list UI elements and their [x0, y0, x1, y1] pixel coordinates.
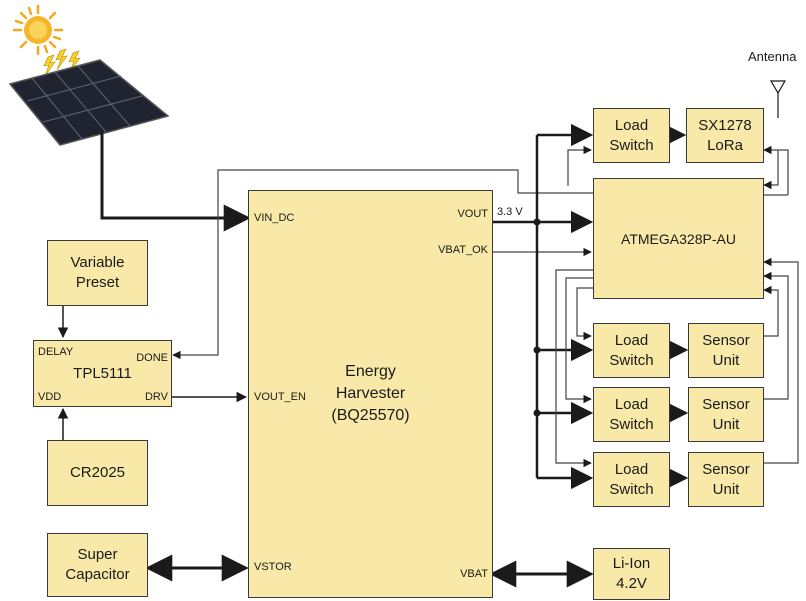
li-ion-line-1: Li-Ion: [613, 554, 651, 574]
load-switch-label-1: Load: [609, 116, 653, 136]
load-switch-label-1: Load: [609, 395, 653, 415]
antenna-icon: [771, 81, 785, 118]
solar-panel-icon: [10, 60, 168, 145]
pin-done: DONE: [128, 352, 168, 364]
pin-vdd: VDD: [38, 391, 61, 403]
sensor-unit-3-block: Sensor Unit: [688, 452, 764, 507]
sensor-unit-label-2: Unit: [702, 415, 750, 435]
load-switch-sensor-1-block: Load Switch: [593, 323, 670, 378]
li-ion-line-2: 4.2V: [613, 574, 651, 594]
sensor-unit-label-2: Unit: [702, 351, 750, 371]
pin-vin-dc: VIN_DC: [254, 212, 294, 224]
pin-vbat-ok: VBAT_OK: [408, 244, 488, 256]
sun-icon: [14, 6, 62, 54]
pin-vout-en: VOUT_EN: [254, 391, 306, 403]
load-switch-lora-block: Load Switch: [593, 108, 670, 163]
load-switch-sensor-2-block: Load Switch: [593, 387, 670, 442]
sensor-unit-label-1: Sensor: [702, 331, 750, 351]
li-ion-block: Li-Ion 4.2V: [593, 548, 670, 600]
pin-vout: VOUT: [418, 208, 488, 220]
energy-harvester-line-2: Harvester: [331, 383, 409, 405]
cr2025-label: CR2025: [70, 463, 125, 483]
tpl5111-name: TPL5111: [73, 364, 132, 384]
antenna-label: Antenna: [748, 49, 796, 64]
cr2025-block: CR2025: [47, 440, 148, 506]
sensor-unit-label-2: Unit: [702, 480, 750, 500]
mcu-label: ATMEGA328P-AU: [621, 229, 736, 249]
sensor-unit-label-1: Sensor: [702, 395, 750, 415]
variable-preset-line-1: Variable: [71, 253, 125, 273]
sx1278-lora-block: SX1278 LoRa: [686, 108, 764, 163]
pin-drv: DRV: [128, 391, 168, 403]
variable-preset-line-2: Preset: [71, 273, 125, 293]
load-switch-label-2: Switch: [609, 136, 653, 156]
variable-preset-block: Variable Preset: [47, 240, 148, 306]
super-capacitor-line-1: Super: [65, 545, 129, 565]
sensor-unit-2-block: Sensor Unit: [688, 387, 764, 442]
super-capacitor-block: Super Capacitor: [47, 533, 148, 597]
energy-harvester-line-1: Energy: [331, 361, 409, 383]
pin-vstor: VSTOR: [254, 561, 292, 573]
super-capacitor-line-2: Capacitor: [65, 565, 129, 585]
load-switch-label-2: Switch: [609, 480, 653, 500]
pin-vbat: VBAT: [418, 568, 488, 580]
load-switch-sensor-3-block: Load Switch: [593, 452, 670, 507]
vout-voltage-label: 3.3 V: [497, 206, 523, 218]
sensor-unit-label-1: Sensor: [702, 460, 750, 480]
load-switch-label-1: Load: [609, 331, 653, 351]
energy-harvester-line-3: (BQ25570): [331, 405, 409, 427]
load-switch-label-1: Load: [609, 460, 653, 480]
lora-line-1: SX1278: [698, 116, 751, 136]
pin-delay: DELAY: [38, 346, 73, 358]
mcu-block: ATMEGA328P-AU: [593, 178, 764, 299]
lora-line-2: LoRa: [698, 136, 751, 156]
load-switch-label-2: Switch: [609, 415, 653, 435]
sensor-unit-1-block: Sensor Unit: [688, 323, 764, 378]
load-switch-label-2: Switch: [609, 351, 653, 371]
